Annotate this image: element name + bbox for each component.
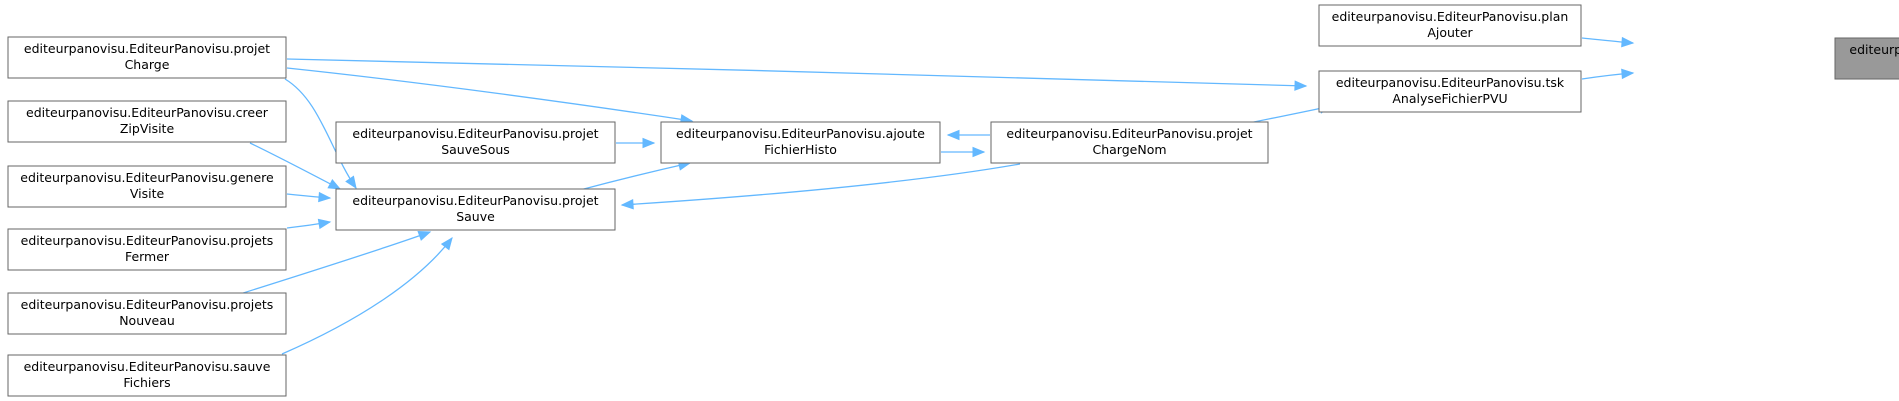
edge-projetSauve-to-ajouteFichierHisto — [579, 160, 692, 191]
node-planAjouter[interactable]: editeurpanovisu.EditeurPanovisu.planAjou… — [1318, 4, 1582, 47]
node-box — [335, 188, 616, 231]
node-label-line2: SauveSous — [441, 142, 510, 157]
arrowhead — [318, 191, 332, 203]
arrowhead — [345, 175, 357, 190]
node-genereVisite[interactable]: editeurpanovisu.EditeurPanovisu.genereVi… — [7, 165, 287, 208]
node-label-line1: editeurpanovisu.EditeurPanovisu.seti — [1849, 42, 1899, 57]
arrowhead — [1294, 80, 1308, 91]
node-label-line1: editeurpanovisu.EditeurPanovisu.ajoute — [676, 126, 925, 141]
node-box — [990, 121, 1269, 164]
node-projetChargeNom[interactable]: editeurpanovisu.EditeurPanovisu.projetCh… — [990, 121, 1269, 164]
node-label-line1: editeurpanovisu.EditeurPanovisu.projet — [24, 41, 270, 56]
node-label-line1: editeurpanovisu.EditeurPanovisu.projet — [1006, 126, 1252, 141]
node-label-line1: editeurpanovisu.EditeurPanovisu.projets — [21, 233, 274, 248]
node-box — [1318, 4, 1582, 47]
edge-line — [284, 78, 357, 189]
node-projetSauve[interactable]: editeurpanovisu.EditeurPanovisu.projetSa… — [335, 188, 616, 231]
node-box — [1834, 37, 1899, 80]
edge-line — [621, 163, 1021, 206]
node-label-line1: editeurpanovisu.EditeurPanovisu.genere — [20, 170, 274, 185]
node-label-line1: editeurpanovisu.EditeurPanovisu.tsk — [1336, 75, 1565, 90]
node-box — [7, 228, 287, 271]
arrowhead — [1621, 36, 1635, 48]
node-setiNombrePlans: editeurpanovisu.EditeurPanovisu.setiNomb… — [1834, 37, 1899, 80]
edge-projetsNouveau-to-projetSauve — [239, 230, 432, 295]
edge-projetCharge-to-projetSauve — [284, 78, 357, 190]
node-projetCharge[interactable]: editeurpanovisu.EditeurPanovisu.projetCh… — [7, 36, 287, 79]
node-box — [7, 36, 287, 79]
edge-projetSauveSous-to-ajouteFichierHisto — [615, 137, 656, 149]
node-label-line1: editeurpanovisu.EditeurPanovisu.projet — [352, 126, 598, 141]
node-label-line2: ZipVisite — [120, 121, 175, 136]
arrowhead — [972, 146, 986, 158]
node-label-line2: ChargeNom — [1092, 142, 1166, 157]
nodes-layer: editeurpanovisu.EditeurPanovisu.setiNomb… — [7, 4, 1899, 397]
arrowhead — [440, 236, 453, 251]
edge-genereVisite-to-projetSauve — [286, 191, 332, 203]
node-box — [7, 354, 287, 397]
arrowhead — [946, 129, 960, 141]
node-label-line1: editeurpanovisu.EditeurPanovisu.creer — [26, 105, 269, 120]
node-label-line2: AnalyseFichierPVU — [1392, 91, 1507, 106]
arrowhead — [642, 137, 656, 149]
node-label-line2: Charge — [125, 57, 170, 72]
node-tskAnalyse[interactable]: editeurpanovisu.EditeurPanovisu.tskAnaly… — [1318, 70, 1582, 113]
edge-creerZipVisite-to-projetSauve — [249, 142, 342, 190]
edge-ajouteFichierHisto-to-projetChargeNom — [940, 146, 986, 158]
node-label-line1: editeurpanovisu.EditeurPanovisu.projet — [352, 193, 598, 208]
edge-sauveFichiers-to-projetSauve — [281, 236, 453, 355]
node-label-line1: editeurpanovisu.EditeurPanovisu.sauve — [24, 359, 271, 374]
node-box — [7, 165, 287, 208]
node-projetsFermer[interactable]: editeurpanovisu.EditeurPanovisu.projetsF… — [7, 228, 287, 271]
node-box — [335, 121, 616, 164]
edge-projetsFermer-to-projetSauve — [286, 218, 332, 230]
edge-line — [579, 162, 691, 191]
node-label-line1: editeurpanovisu.EditeurPanovisu.projets — [21, 297, 274, 312]
node-ajouteFichierHisto[interactable]: editeurpanovisu.EditeurPanovisu.ajouteFi… — [660, 121, 941, 164]
node-label-line2: Sauve — [456, 209, 495, 224]
node-projetsNouveau[interactable]: editeurpanovisu.EditeurPanovisu.projetsN… — [7, 292, 287, 335]
node-label-line2: Visite — [130, 186, 165, 201]
arrowhead — [1621, 68, 1635, 80]
node-label-line2: Ajouter — [1427, 25, 1473, 40]
node-label-line2: Fichiers — [123, 375, 170, 390]
edge-projetChargeNom-to-projetSauve — [620, 163, 1021, 210]
node-label-line1: editeurpanovisu.EditeurPanovisu.plan — [1332, 9, 1569, 24]
edge-tskAnalyse-to-setiNombrePlans — [1581, 68, 1635, 80]
arrowhead — [327, 179, 342, 190]
node-label-line2: FichierHisto — [764, 142, 837, 157]
edge-line — [249, 142, 341, 190]
node-label-line2: Fermer — [125, 249, 170, 264]
edge-line — [281, 237, 453, 355]
edge-planAjouter-to-setiNombrePlans — [1581, 36, 1635, 48]
node-box — [7, 292, 287, 335]
edge-line — [286, 58, 1307, 87]
node-projetSauveSous[interactable]: editeurpanovisu.EditeurPanovisu.projetSa… — [335, 121, 616, 164]
arrowhead — [417, 230, 432, 241]
arrowhead — [317, 218, 332, 230]
node-creerZipVisite[interactable]: editeurpanovisu.EditeurPanovisu.creerZip… — [7, 100, 287, 143]
edge-projetChargeNom-to-ajouteFichierHisto — [946, 129, 990, 141]
edge-line — [286, 67, 693, 122]
node-box — [1318, 70, 1582, 113]
edge-projetCharge-to-ajouteFichierHisto — [286, 67, 694, 125]
node-box — [660, 121, 941, 164]
arrowhead — [620, 199, 634, 210]
node-box — [7, 100, 287, 143]
node-label-line2: Nouveau — [119, 313, 175, 328]
edges-layer — [239, 36, 1635, 355]
node-sauveFichiers[interactable]: editeurpanovisu.EditeurPanovisu.sauveFic… — [7, 354, 287, 397]
edge-line — [239, 231, 431, 295]
edge-projetCharge-to-tskAnalyse — [286, 58, 1308, 91]
